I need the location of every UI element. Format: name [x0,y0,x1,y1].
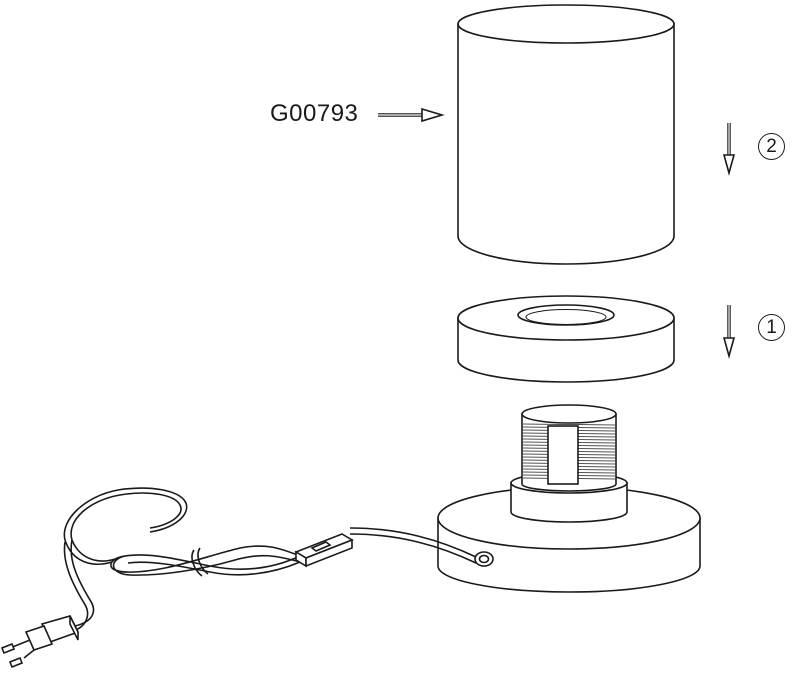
part-number-label: G00793 [270,100,359,127]
step-2-marker: 2 [758,133,785,160]
lamp-shade-cylinder [457,4,675,265]
power-cord [63,487,477,633]
thread-line [522,423,616,426]
plug [0,615,80,669]
inline-switch [294,533,354,568]
threaded-socket [510,404,628,523]
part-pointer-arrow [378,107,445,123]
step-1-marker: 1 [758,314,785,341]
step-1-down-arrow [722,305,736,359]
step-2-down-arrow [722,123,736,176]
ring-collar [457,295,675,383]
cord-grommet [474,551,494,567]
